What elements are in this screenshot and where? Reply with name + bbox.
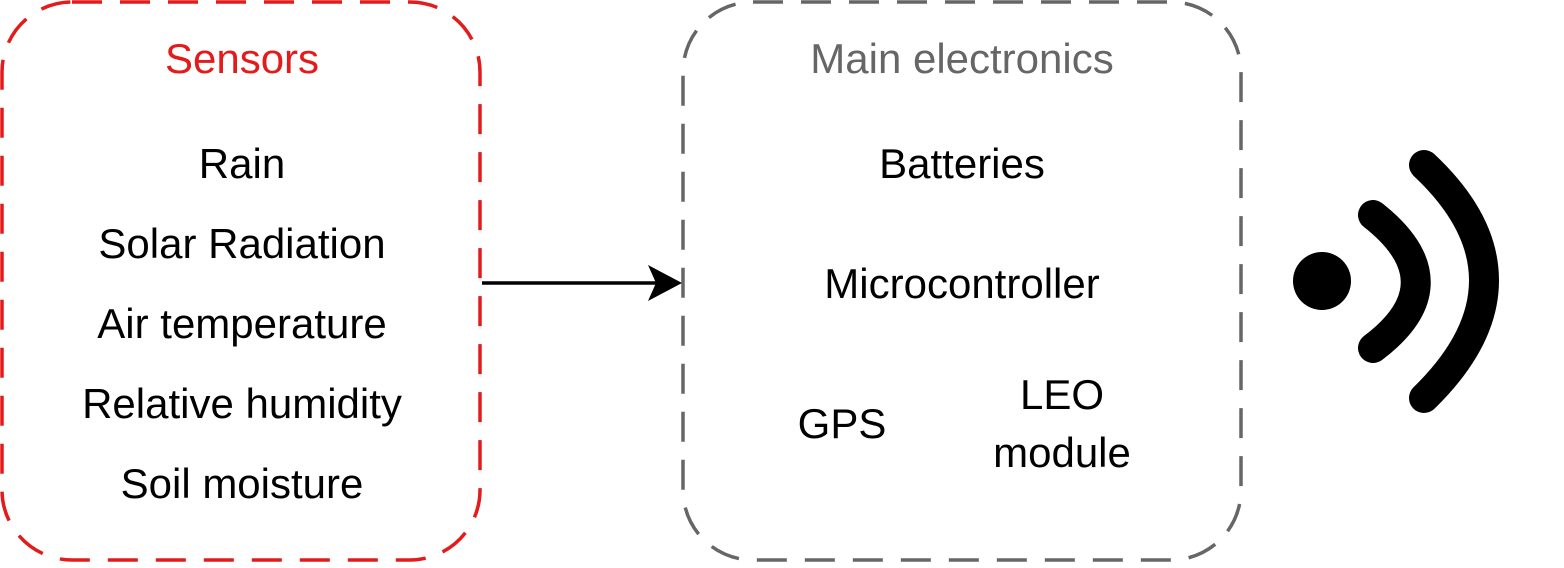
arrow-head: [648, 265, 682, 301]
batteries-label: Batteries: [879, 140, 1045, 187]
sensor-item-solar-radiation: Solar Radiation: [98, 220, 386, 267]
sensor-item-soil-moisture: Soil moisture: [120, 460, 364, 507]
leo-line-2: module: [993, 429, 1131, 476]
sensor-item-rain: Rain: [198, 140, 286, 187]
arrow-right-icon: [482, 265, 682, 301]
sensor-item-air-temperature: Air temperature: [97, 300, 387, 347]
microcontroller-label: Microcontroller: [824, 260, 1100, 307]
signal-dot: [1293, 252, 1351, 310]
main-electronics-box: [681, 0, 1243, 562]
sensors-box: [0, 0, 482, 562]
gps-label: GPS: [797, 400, 887, 447]
sensors-title: Sensors: [164, 35, 320, 82]
main-electronics-title: Main electronics: [810, 35, 1114, 82]
signal-arc-inner: [1358, 200, 1431, 363]
signal-arc-outer: [1409, 150, 1499, 413]
wireless-signal-icon: [1293, 150, 1499, 413]
leo-line-1: LEO: [1019, 371, 1105, 418]
sensor-item-relative-humidity: Relative humidity: [82, 380, 402, 427]
leo-module-label: LEO module: [993, 366, 1131, 482]
